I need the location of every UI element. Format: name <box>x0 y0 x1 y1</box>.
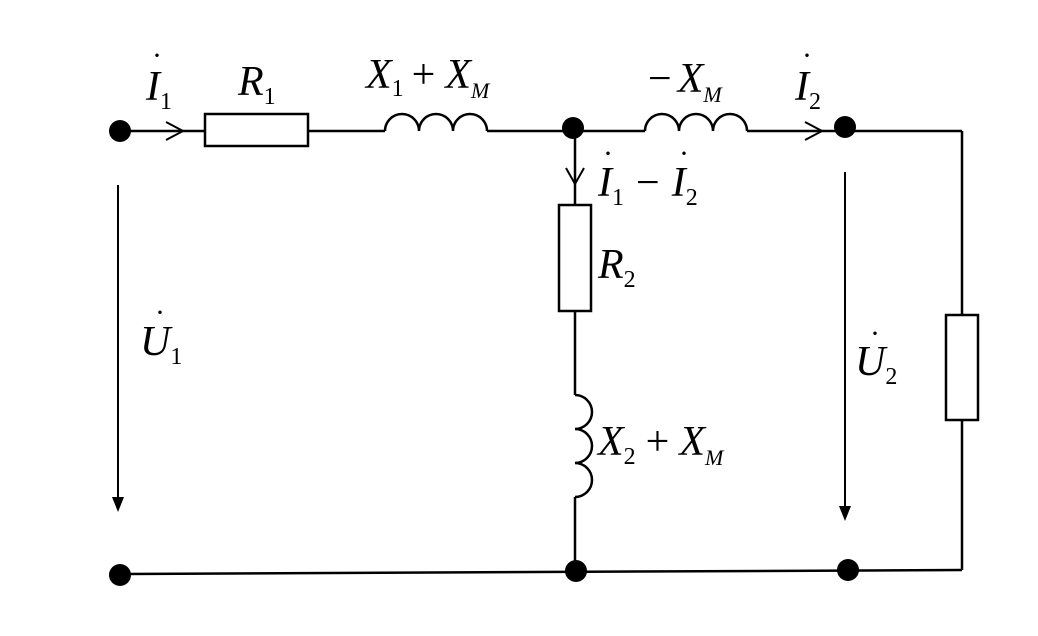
junction-top-middle <box>562 117 584 139</box>
label-r2: R2 <box>597 242 636 293</box>
terminal-input-top <box>109 120 131 142</box>
resistor-r1 <box>203 112 310 148</box>
label-x2-plus-xm: X2+XM <box>596 419 725 470</box>
label-i1: I1 <box>145 64 172 115</box>
voltage-arrow-u2-head <box>839 506 851 521</box>
current-arrow-i1 <box>165 121 186 141</box>
label-i2: I2 <box>794 64 821 115</box>
label-u1: U1 <box>140 319 182 370</box>
label-x1-plus-xm: X1+XM <box>364 52 491 103</box>
u1-dot: · <box>155 296 165 329</box>
i2-dot: · <box>802 39 812 72</box>
inductor-minus-xm <box>643 112 749 132</box>
inductor-x2-plus-xm <box>574 393 594 499</box>
label-i1-minus-i2: I1−I2 <box>597 160 698 211</box>
current-arrow-i2 <box>804 121 825 141</box>
label-minus-xm: −XM <box>648 56 723 107</box>
current-arrow-i1-minus-i2 <box>565 167 585 187</box>
resistor-r2 <box>557 203 593 313</box>
junction-bottom-middle <box>565 560 587 582</box>
terminal-output-bottom <box>837 559 859 581</box>
load-resistor <box>944 313 980 422</box>
u2-dot: · <box>870 317 880 350</box>
i1-dot: · <box>152 39 162 72</box>
inductor-x1-plus-xm <box>383 112 489 132</box>
i1-minus-i2-dot-2: · <box>679 137 689 170</box>
label-u2: U2 <box>855 339 897 390</box>
i1-minus-i2-dot-1: · <box>603 137 613 170</box>
terminal-input-bottom <box>109 564 131 586</box>
voltage-arrow-u1-head <box>112 497 124 512</box>
label-r1: R1 <box>237 59 276 110</box>
bottom-wire <box>119 568 963 576</box>
terminal-output-top <box>834 116 856 138</box>
